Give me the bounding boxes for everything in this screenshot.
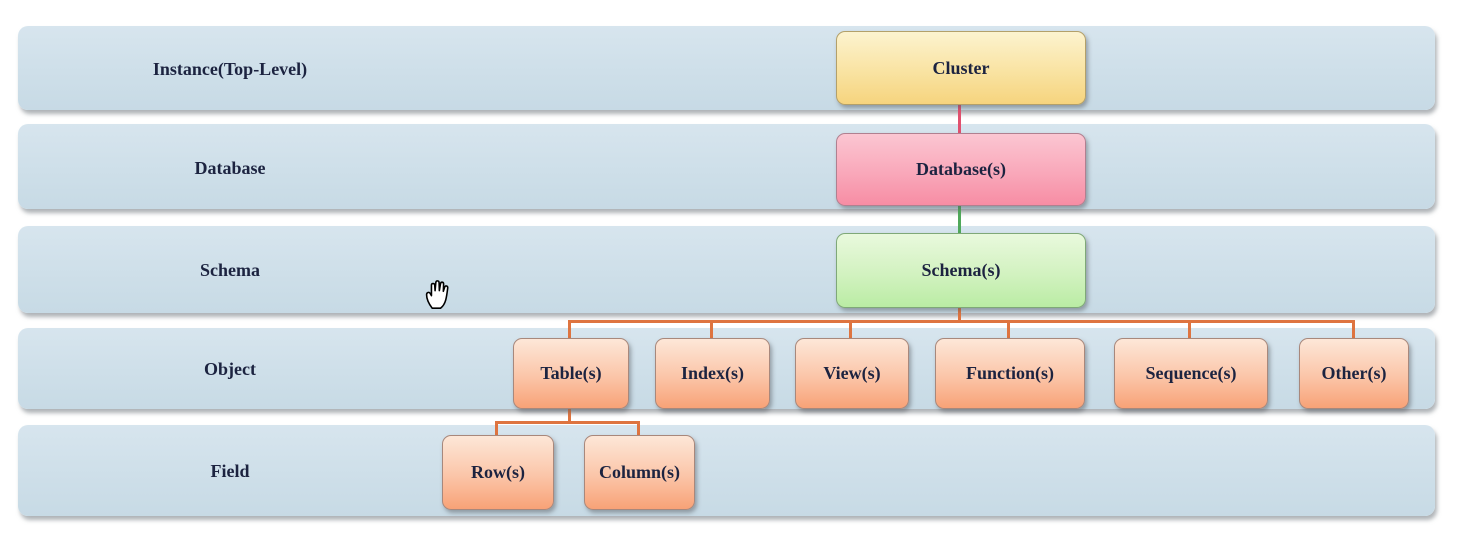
band-label-schema: Schema — [200, 260, 260, 280]
node-sequences-label: Sequence(s) — [1145, 363, 1237, 383]
connector-objects-hline — [568, 320, 1355, 323]
band-label-field: Field — [210, 461, 250, 481]
connector-drop-others — [1352, 321, 1355, 338]
node-others: Other(s) — [1299, 338, 1409, 409]
node-schemas-label: Schema(s) — [921, 260, 1001, 280]
node-cluster-label: Cluster — [932, 57, 990, 78]
node-tables-label: Table(s) — [540, 363, 602, 383]
node-indexes-label: Index(s) — [680, 363, 744, 383]
band-label-database: Database — [194, 158, 266, 178]
node-rows-label: Row(s) — [471, 462, 525, 482]
band-label-instance: Instance(Top-Level) — [152, 59, 308, 79]
node-indexes: Index(s) — [655, 338, 770, 409]
node-functions-label: Function(s) — [965, 363, 1054, 383]
node-databases: Database(s) — [836, 133, 1086, 206]
band-instance — [18, 26, 1435, 110]
band-label-object: Object — [204, 359, 256, 379]
node-views: View(s) — [795, 338, 909, 409]
connector-schemas-objects-stem — [958, 306, 961, 322]
node-views-label: View(s) — [823, 363, 881, 383]
connector-databases-schemas — [958, 204, 961, 234]
connector-cluster-databases — [958, 103, 961, 134]
node-columns: Column(s) — [584, 435, 695, 510]
grab-hand-cursor-icon — [425, 280, 449, 309]
connector-drop-functions — [1007, 321, 1010, 338]
connector-drop-rows — [495, 422, 498, 436]
connector-drop-columns — [637, 422, 640, 436]
node-databases-label: Database(s) — [916, 159, 1006, 179]
connector-fields-hline — [495, 421, 640, 424]
band-database — [18, 124, 1435, 209]
connector-drop-tables — [568, 321, 571, 338]
node-schemas: Schema(s) — [836, 233, 1086, 308]
band-schema — [18, 226, 1435, 313]
connector-drop-views — [849, 321, 852, 338]
band-field — [18, 425, 1435, 516]
node-functions: Function(s) — [935, 338, 1085, 409]
node-cluster: Cluster — [836, 31, 1086, 105]
connector-tables-fields-stem — [568, 407, 571, 423]
node-rows: Row(s) — [442, 435, 554, 510]
node-tables: Table(s) — [513, 338, 629, 409]
connector-drop-indexes — [710, 321, 713, 338]
connector-drop-sequences — [1188, 321, 1191, 338]
node-others-label: Other(s) — [1321, 363, 1387, 383]
node-columns-label: Column(s) — [598, 462, 680, 482]
node-sequences: Sequence(s) — [1114, 338, 1268, 409]
